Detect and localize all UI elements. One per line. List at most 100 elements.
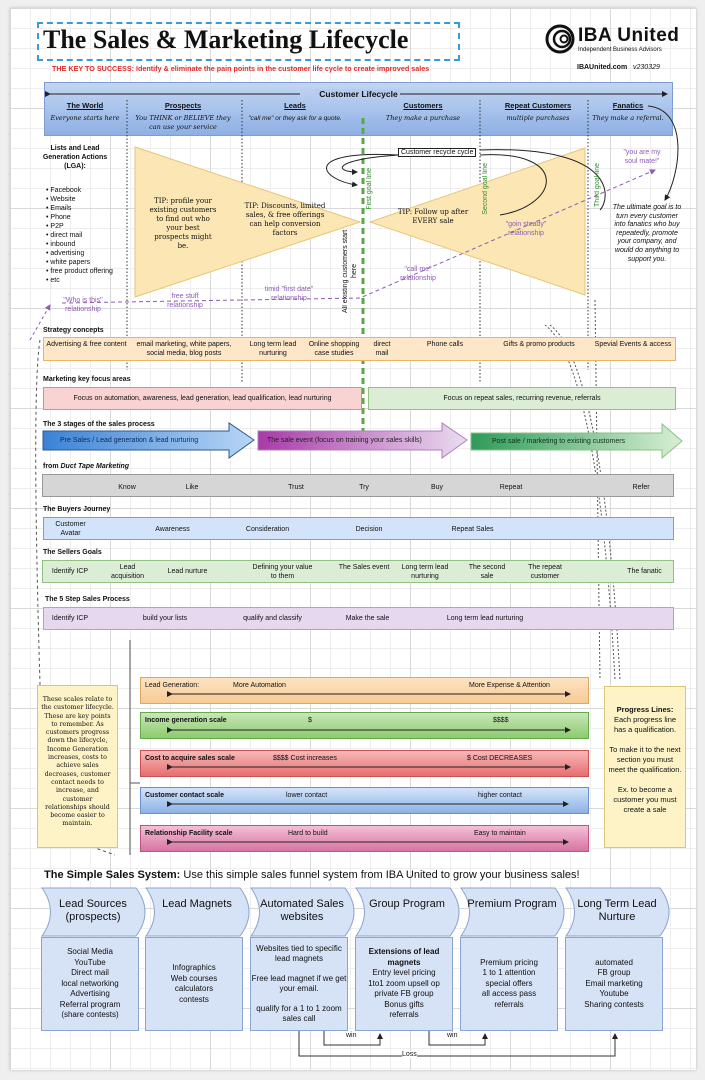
column-line: automated (595, 957, 633, 967)
lifecycle-title: Customer Lifecycle (44, 89, 673, 99)
sales-process-step: Make the sale (345, 615, 390, 622)
column-line: calculators (174, 984, 214, 993)
win-label-1: win (346, 1032, 357, 1039)
progress-note-3: Ex. to become a customer you must create… (613, 785, 677, 814)
stages-title: The 3 stages of the sales process (43, 421, 155, 428)
column-line: local networking (61, 978, 119, 988)
lga-item: • Emails (46, 205, 72, 212)
stage-name: Leads (284, 101, 306, 110)
stage-desc: Everyone starts here (50, 114, 120, 122)
stage-desc: They make a referral. (592, 114, 664, 122)
column-line: 1 to 1 attention (482, 968, 536, 978)
column-header: Lead Magnets (162, 898, 232, 910)
column-line: (share contests) (61, 1010, 119, 1020)
duct-tape-step: Buy (430, 484, 444, 491)
column-line: Sharing contests (584, 999, 644, 1009)
duct-tape-step: Repeat (499, 484, 523, 491)
buyers-journey-step: Customer Avatar (55, 521, 86, 537)
scale-high: More Expense & Attention (469, 682, 550, 689)
win-loss-lines (298, 1031, 618, 1057)
lifecycle-stage: Leads"call me" or they ask for a quote. (247, 101, 343, 123)
column-line: Advertising (70, 989, 110, 999)
sellers-goal: Identify ICP (51, 568, 89, 575)
stage-pre-sales-label: Pre Sales / Lead generation & lead nurtu… (60, 437, 199, 444)
sellers-goal: Long term lead nurturing (401, 564, 449, 580)
scale-high: $$$$ (493, 717, 509, 724)
rel-call-me: "call me" relationship (400, 266, 436, 282)
strategy-item: Online shopping case studies (308, 341, 360, 357)
stage-name: The World (66, 101, 104, 110)
win-label-2: win (447, 1032, 458, 1039)
stage-desc: You THINK or BELIEVE they can use your s… (135, 114, 231, 131)
recycle-arrow (326, 153, 399, 188)
column-line: Youtube (599, 989, 629, 999)
funnel-triangle-customers (368, 147, 586, 296)
buyers-journey-step: Repeat Sales (451, 526, 494, 533)
column-line: referrals (494, 999, 524, 1009)
focus-pre-sale: Focus on automation, awareness, lead gen… (43, 387, 362, 410)
strategy-item: email marketing, white papers, social me… (136, 341, 232, 357)
buyers-journey-title: The Buyers Journey (43, 506, 111, 513)
lga-list: • Facebook• Website• Emails• Phone• P2P•… (46, 186, 113, 285)
sellers-goal: Defining your value to them (252, 564, 313, 580)
lga-item: • P2P (46, 223, 64, 230)
strategy-item: direct mail (373, 341, 391, 357)
tip-prospects: TIP: profile your existing customers to … (149, 197, 217, 250)
key-text: Identify & eliminate the pain points in … (136, 64, 430, 73)
strategy-band (43, 337, 676, 361)
duct-tape-band (42, 474, 674, 497)
column-line: FB group (597, 968, 631, 978)
rel-first-date: timid "first date" relationship (264, 286, 314, 302)
strategy-item: Advertising & free content (46, 341, 127, 348)
rel-free-stuff: free stuff relationship (167, 293, 203, 309)
buyers-journey-band (43, 517, 674, 540)
iba-logo-icon (545, 24, 575, 54)
rel-who-is-this: "Who is this" relationship (63, 297, 103, 313)
site-url: IBAUnited.com (577, 64, 628, 71)
column-header-chevron (145, 887, 250, 937)
scales-note: These scales relate to the customer life… (37, 685, 118, 848)
scale-label: Customer contact scale (145, 792, 224, 799)
rel-soul-mate: "you are my soul mate!" (623, 149, 661, 165)
stage-arrow-post-sale (470, 422, 683, 460)
column-line: Web courses (170, 973, 218, 983)
key-label: THE KEY TO SUCCESS: (52, 64, 135, 73)
scale-high: Easy to maintain (474, 830, 526, 837)
stage-name: Prospects (164, 101, 202, 110)
lga-item: • Facebook (46, 187, 82, 194)
scale-low: $$$$ Cost increases (273, 755, 337, 762)
stage-arrow-pre-sales (42, 422, 255, 459)
column-header: Long Term Lead Nurture (577, 898, 657, 923)
stage-name: Customers (403, 101, 443, 110)
stage-name: Repeat Customers (504, 101, 572, 110)
column-header-chevron (460, 887, 565, 937)
scale-band: Income generation scale$$$$$ (140, 712, 589, 739)
ultimate-goal-note: The ultimate goal is to turn every custo… (612, 204, 682, 263)
scale-label: Income generation scale (145, 717, 227, 724)
sellers-goals-title: The Sellers Goals (43, 549, 102, 556)
stage-post-sale-label: Post sale / marketing to existing custom… (492, 438, 626, 445)
scale-label: Relationship Facility scale (145, 830, 233, 837)
five-step-title: The 5 Step Sales Process (45, 596, 130, 603)
stage-desc: multiple purchases (506, 114, 570, 122)
logo-name: IBA United (578, 25, 680, 46)
buyers-journey-step: Decision (355, 526, 383, 533)
column-line: all access pass (481, 989, 537, 999)
column-header-chevron (355, 887, 460, 937)
column-line: qualify for a 1 to 1 zoom sales call (256, 1003, 342, 1024)
stage-arrows (42, 422, 683, 460)
scale-low: Hard to build (288, 830, 328, 837)
column-header: Group Program (369, 898, 445, 910)
version: v230329 (633, 64, 660, 71)
column-line: Websites tied to specific lead magnets (256, 943, 342, 964)
recycle-label: Customer recycle cycle (398, 148, 477, 157)
strategy-item: Phone calls (426, 341, 464, 348)
column-header-chevron (565, 887, 670, 937)
duct-tape-step: Trust (288, 484, 304, 491)
